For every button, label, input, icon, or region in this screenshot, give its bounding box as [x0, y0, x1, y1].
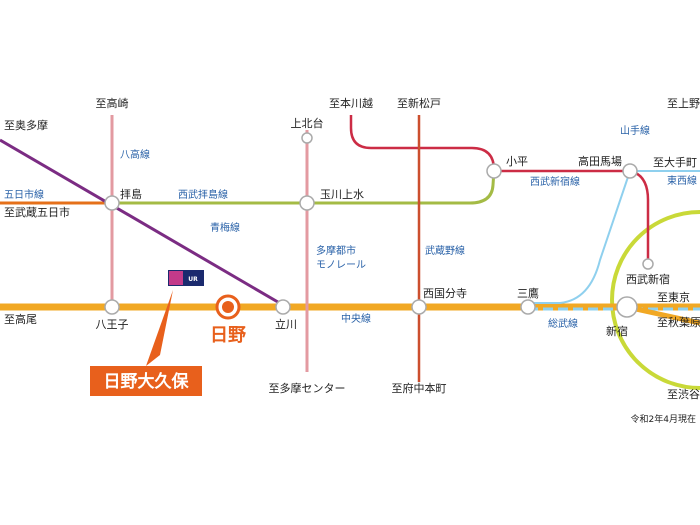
- terminal-takasaki: 至高崎: [96, 96, 129, 110]
- line-label-hachiko: 八高線: [120, 148, 150, 161]
- line-label-musashino: 武蔵野線: [425, 244, 465, 257]
- seibu-haijima-line: [112, 169, 496, 205]
- line-label-seibu-shinjuku: 西武新宿線: [530, 175, 580, 188]
- station-hino-marker-core: [222, 301, 234, 313]
- terminal-shinmatsudo: 至新松戸: [397, 96, 441, 110]
- station-seibushinjuku-label: 西武新宿: [626, 272, 670, 286]
- callout-label: 日野大久保: [104, 371, 190, 392]
- line-label-tama-monorail-1: 多摩都市: [316, 244, 356, 257]
- station-tamagawajosui-marker[interactable]: [299, 195, 315, 211]
- station-takadanobaba-label: 高田馬場: [578, 154, 622, 168]
- line-label-seibu-haijima: 西武拝島線: [178, 188, 228, 201]
- ur-logo: UR: [168, 270, 204, 286]
- terminal-fuchuhonmachi: 至府中本町: [392, 381, 447, 395]
- terminal-honkawagoe: 至本川越: [329, 96, 373, 110]
- line-label-itsukaichi: 五日市線: [4, 188, 44, 201]
- station-kodaira-label: 小平: [506, 155, 528, 168]
- station-haijima-label: 拝島: [120, 187, 142, 201]
- line-label-chuo: 中央線: [341, 312, 371, 325]
- ur-logo-text: UR: [188, 276, 198, 283]
- tozai-line: [528, 170, 631, 304]
- station-tamagawajosui-label: 玉川上水: [320, 188, 364, 201]
- date-note: 令和2年4月現在: [631, 413, 696, 425]
- terminal-tokyo: 至東京: [657, 290, 690, 304]
- terminal-otemachi: 至大手町: [653, 155, 697, 169]
- terminal-tamacenter: 至多摩センター: [269, 381, 346, 395]
- yamanote-line: [610, 210, 700, 390]
- callout-box: [90, 366, 202, 396]
- station-hino-label: 日野: [210, 325, 246, 346]
- station-kodaira-marker[interactable]: [486, 163, 502, 179]
- terminal-shibuya: 至渋谷: [667, 388, 700, 401]
- station-hachioji-label: 八王子: [96, 318, 129, 331]
- station-nishikokubunji-marker[interactable]: [411, 299, 427, 315]
- station-takadanobaba-marker[interactable]: [622, 163, 638, 179]
- line-label-yamanote: 山手線: [620, 124, 650, 137]
- station-kamikitadai-label: 上北台: [291, 116, 324, 130]
- station-kamikitadai-marker[interactable]: [301, 132, 313, 144]
- terminal-musashiitsukaichi: 至武蔵五日市: [4, 205, 70, 219]
- station-mitaka-label: 三鷹: [517, 286, 539, 300]
- station-tachikawa-marker[interactable]: [275, 299, 291, 315]
- station-shinjuku-marker[interactable]: [616, 296, 638, 318]
- station-seibushinjuku-marker[interactable]: [642, 258, 654, 270]
- chuo-line-to-akihabara: [626, 304, 700, 326]
- line-label-sobu: 総武線: [548, 317, 578, 330]
- station-hachioji-marker[interactable]: [104, 299, 120, 315]
- line-label-tozai: 東西線: [667, 174, 697, 187]
- terminal-akihabara: 至秋葉原: [657, 315, 700, 329]
- station-mitaka-marker[interactable]: [520, 299, 536, 315]
- station-nishikokubunji-label: 西国分寺: [423, 287, 467, 300]
- ome-line: [0, 138, 284, 307]
- line-label-ome: 青梅線: [210, 221, 240, 234]
- station-shinjuku-label: 新宿: [606, 324, 628, 338]
- station-haijima-marker[interactable]: [104, 195, 120, 211]
- callout-pointer: [146, 290, 173, 366]
- terminal-okutama: 至奥多摩: [4, 118, 48, 132]
- seibu-shinjuku-branch: [629, 169, 650, 264]
- terminal-takao: 至高尾: [4, 312, 37, 326]
- line-label-tama-monorail-2: モノレール: [316, 260, 366, 271]
- station-tachikawa-label: 立川: [275, 317, 297, 331]
- terminal-kamino: 至上野: [667, 97, 700, 110]
